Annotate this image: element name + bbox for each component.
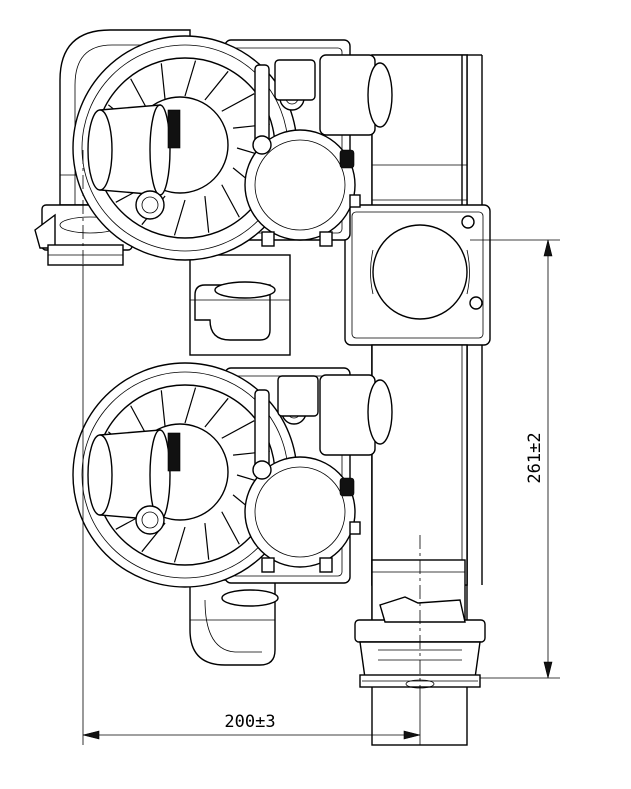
disk-rib — [204, 195, 210, 233]
vertical-dimension-label: 261±2 — [525, 432, 545, 483]
disk-rib — [184, 387, 197, 424]
disk-rib — [221, 420, 255, 439]
disk-rib — [204, 70, 229, 101]
disk-rib — [221, 184, 240, 218]
disk-rib — [173, 199, 186, 236]
horizontal-dimension-label: 200±3 — [224, 712, 275, 732]
manifold-body — [344, 54, 491, 746]
disk-rib — [160, 63, 166, 101]
middle-elbow — [189, 254, 291, 356]
lower-elbow — [189, 579, 279, 666]
disk-rib — [184, 60, 197, 97]
disk-rib — [160, 390, 166, 428]
disk-rib — [173, 526, 186, 563]
disk-rib — [221, 511, 240, 545]
upper-valve-head — [72, 35, 393, 261]
horizontal-dimension: 200±3 — [82, 265, 421, 745]
disk-rib — [221, 93, 255, 112]
vertical-dimension: 261±2 — [470, 239, 560, 679]
lower-valve-head — [72, 362, 393, 588]
disk-rib — [204, 522, 210, 560]
disk-rib — [204, 397, 229, 428]
